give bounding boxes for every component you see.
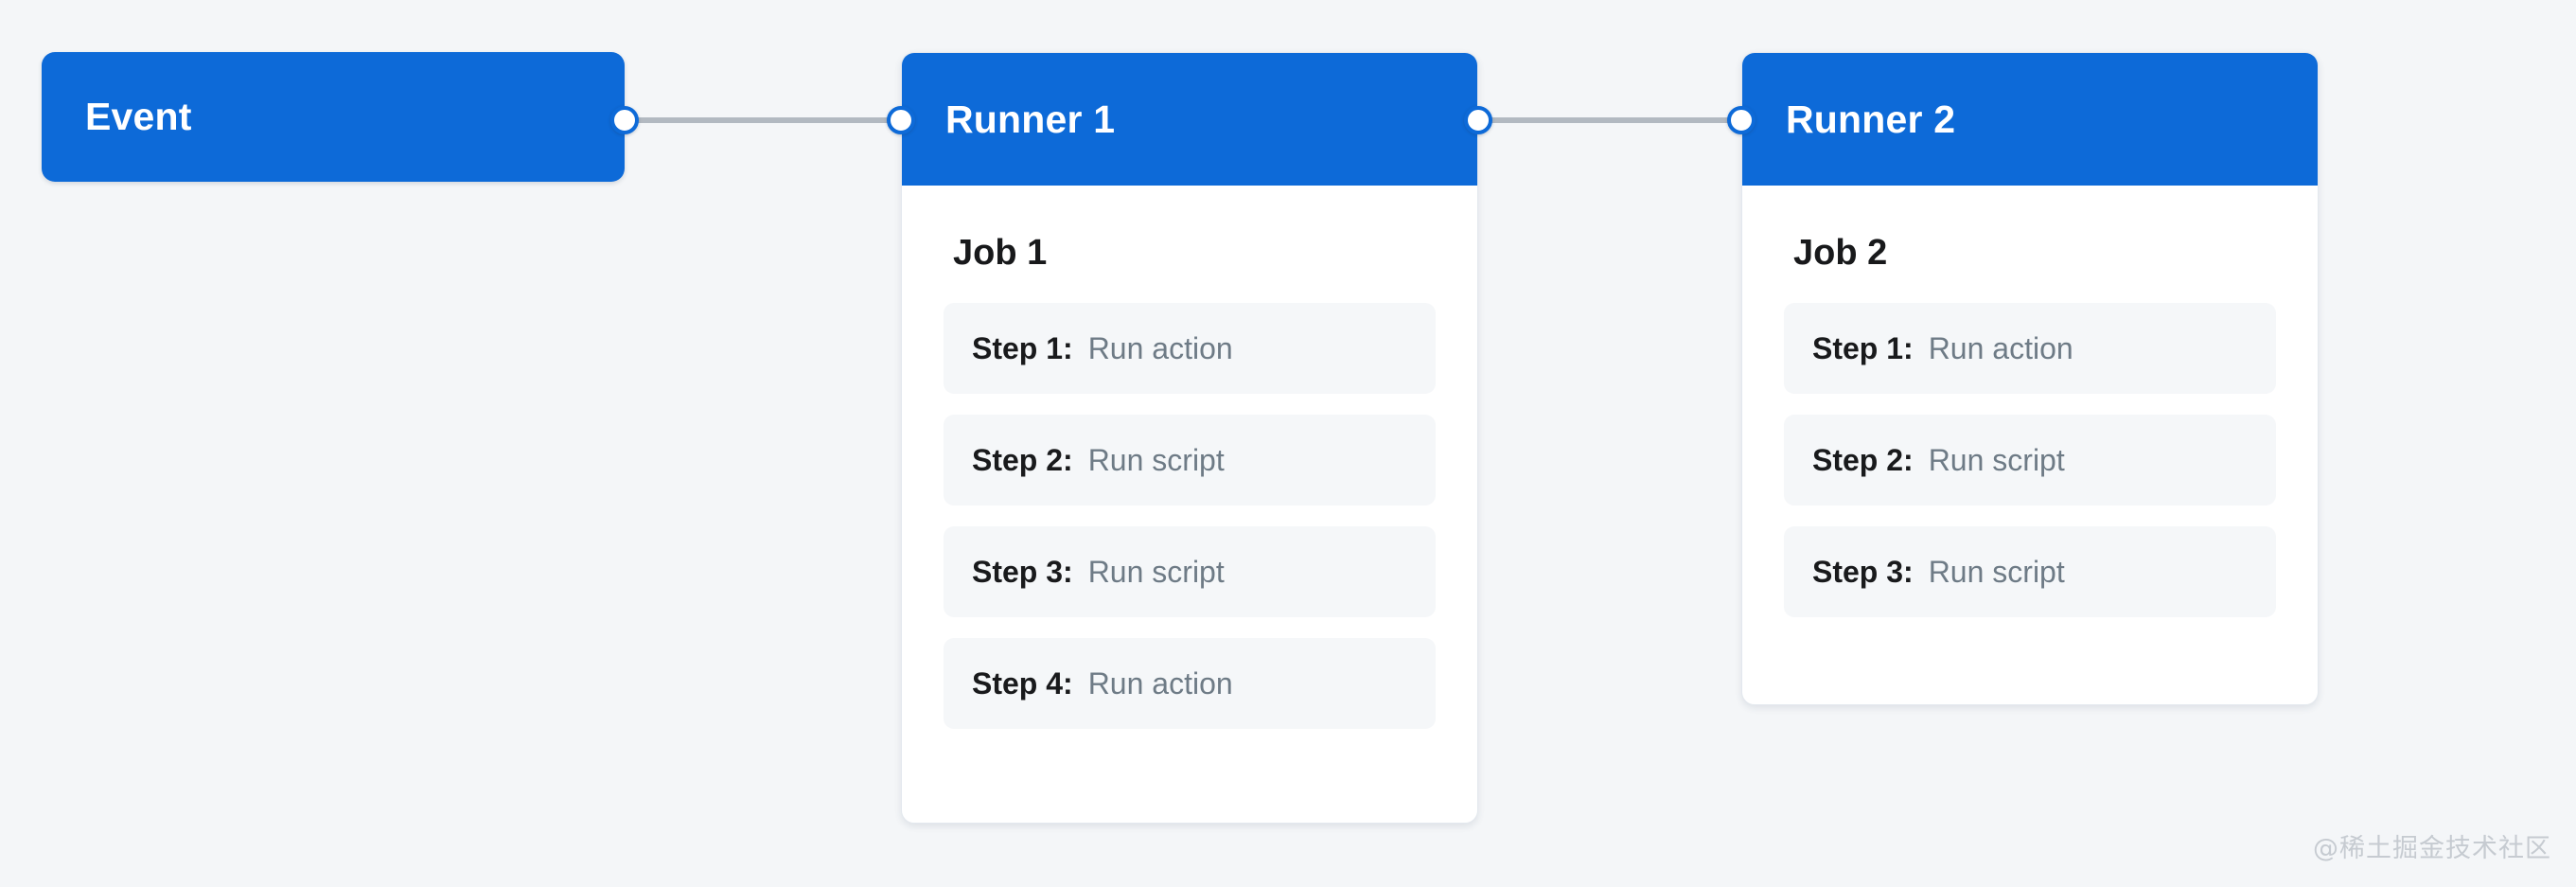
runner-2-header[interactable]: Runner 2 — [1742, 53, 2318, 186]
step-row[interactable]: Step 1: Run action — [944, 303, 1436, 394]
runner-1-body: Job 1 Step 1: Run action Step 2: Run scr… — [902, 186, 1477, 780]
event-node-label: Event — [85, 95, 192, 138]
runner-card-2[interactable]: Runner 2 Job 2 Step 1: Run action Step 2… — [1741, 52, 2319, 705]
event-output-port-icon[interactable] — [610, 106, 639, 134]
runner-2-input-port-icon[interactable] — [1727, 106, 1756, 134]
runner-1-title: Runner 1 — [945, 97, 1116, 141]
step-value: Run script — [1928, 555, 2065, 589]
step-list-1: Step 1: Run action Step 2: Run script St… — [944, 303, 1436, 729]
step-key: Step 1: — [1812, 331, 1914, 365]
runner-1-header[interactable]: Runner 1 — [902, 53, 1477, 186]
step-row[interactable]: Step 4: Run action — [944, 638, 1436, 729]
step-value: Run script — [1928, 443, 2065, 477]
runner-1-output-port-icon[interactable] — [1464, 106, 1492, 134]
step-row[interactable]: Step 2: Run script — [1784, 415, 2276, 506]
step-value: Run script — [1087, 443, 1225, 477]
job-title-2: Job 2 — [1793, 233, 1888, 273]
step-key: Step 1: — [972, 331, 1073, 365]
step-row[interactable]: Step 1: Run action — [1784, 303, 2276, 394]
runner-2-body: Job 2 Step 1: Run action Step 2: Run scr… — [1742, 186, 2318, 668]
edge-runner-1-to-runner-2 — [1478, 117, 1741, 123]
runner-card-1[interactable]: Runner 1 Job 1 Step 1: Run action Step 2… — [901, 52, 1478, 824]
job-title-1: Job 1 — [953, 233, 1048, 273]
step-row[interactable]: Step 3: Run script — [1784, 526, 2276, 617]
edge-event-to-runner-1 — [625, 117, 901, 123]
step-value: Run action — [1087, 331, 1233, 365]
runner-2-title: Runner 2 — [1786, 97, 1956, 141]
event-node[interactable]: Event — [42, 52, 625, 182]
step-row[interactable]: Step 2: Run script — [944, 415, 1436, 506]
step-value: Run action — [1928, 331, 2073, 365]
watermark: @稀土掘金技术社区 — [2313, 834, 2551, 863]
runner-1-input-port-icon[interactable] — [887, 106, 915, 134]
step-key: Step 4: — [972, 666, 1073, 701]
step-row[interactable]: Step 3: Run script — [944, 526, 1436, 617]
step-key: Step 3: — [1812, 555, 1914, 589]
step-key: Step 2: — [1812, 443, 1914, 477]
step-value: Run script — [1087, 555, 1225, 589]
step-key: Step 3: — [972, 555, 1073, 589]
step-value: Run action — [1087, 666, 1233, 701]
step-list-2: Step 1: Run action Step 2: Run script St… — [1784, 303, 2276, 617]
step-key: Step 2: — [972, 443, 1073, 477]
